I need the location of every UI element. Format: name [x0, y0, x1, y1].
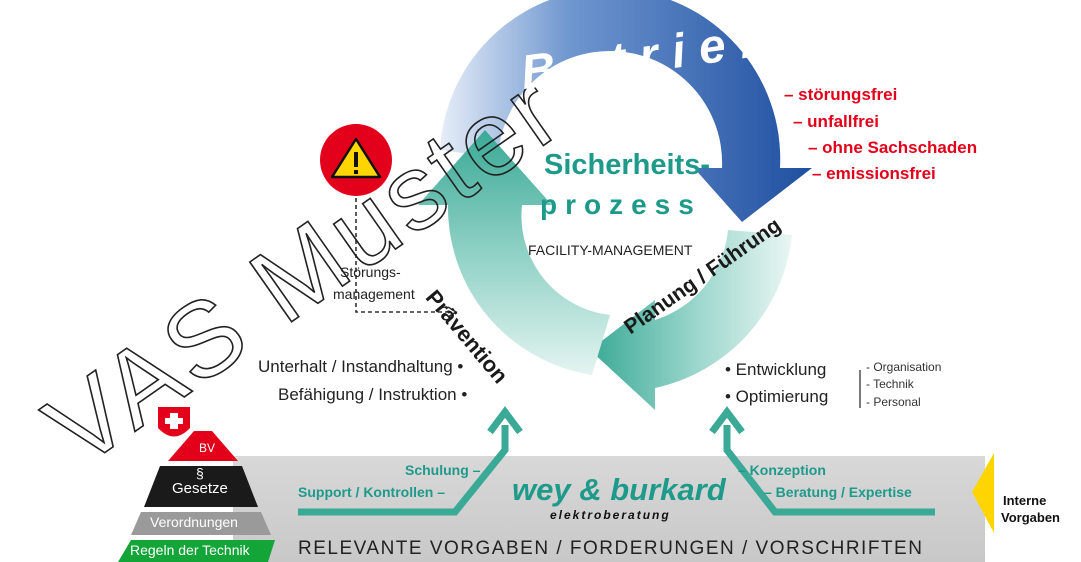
- right-item-1: • Entwicklung: [725, 360, 827, 379]
- center-subtitle: FACILITY-MANAGEMENT: [528, 242, 693, 258]
- pyramid-red: [168, 431, 238, 461]
- left-arrow-label-1: Schulung –: [405, 462, 481, 478]
- goal-3: – ohne Sachschaden: [808, 138, 978, 157]
- pyramid-grey: [131, 512, 271, 535]
- right-up-arrow: [723, 425, 935, 516]
- pyramid-black: [144, 466, 258, 507]
- pyramid-bv: BV: [199, 441, 216, 455]
- internal-line-2: Vorgaben: [1001, 510, 1060, 525]
- bottom-bar-text: RELEVANTE VORGABEN / FORDERUNGEN / VORSC…: [298, 538, 924, 559]
- goal-4: – emissionsfrei: [812, 164, 936, 183]
- pyramid-paragraph: §: [196, 465, 204, 481]
- praevention-arrow: [418, 130, 610, 375]
- center-title-2: prozess: [540, 189, 702, 220]
- pyramid-gesetze: Gesetze: [172, 480, 228, 497]
- stoerung-line-2: management: [333, 286, 415, 302]
- left-up-arrow: [298, 425, 509, 516]
- internal-arrow: [972, 453, 994, 533]
- right-sub-3: - Personal: [866, 395, 921, 409]
- right-sub-1: - Organisation: [866, 360, 942, 374]
- planung-arrow: [590, 230, 792, 410]
- pyramid-regeln: Regeln der Technik: [130, 542, 250, 558]
- center-title-1: Sicherheits-: [544, 149, 710, 181]
- left-item-1: Unterhalt / Instandhaltung •: [258, 357, 464, 376]
- right-sub-2: - Technik: [866, 377, 914, 391]
- left-arrow-label-2: Support / Kontrollen –: [298, 484, 445, 500]
- internal-line-1: Interne: [1003, 493, 1047, 508]
- right-arrow-label-2: – Beratung / Expertise: [764, 484, 912, 500]
- pyramid-green: [118, 540, 275, 562]
- company-subtitle: elektroberatung: [550, 508, 671, 522]
- stoerung-line-1: Störungs-: [340, 264, 401, 280]
- stoerung-dashed-arrow: [355, 198, 448, 313]
- right-arrow-label-1: – Konzeption: [738, 462, 826, 478]
- right-item-2: • Optimierung: [725, 387, 829, 406]
- pyramid-verordnungen: Verordnungen: [150, 514, 238, 530]
- goal-2: – unfallfrei: [793, 112, 879, 131]
- company-logo: wey & burkard: [512, 472, 726, 507]
- betrieb-arrow: [440, 0, 812, 222]
- goal-1: – störungsfrei: [784, 85, 898, 104]
- left-item-2: Befähigung / Instruktion •: [278, 385, 468, 404]
- vorgaben-band: [233, 456, 985, 562]
